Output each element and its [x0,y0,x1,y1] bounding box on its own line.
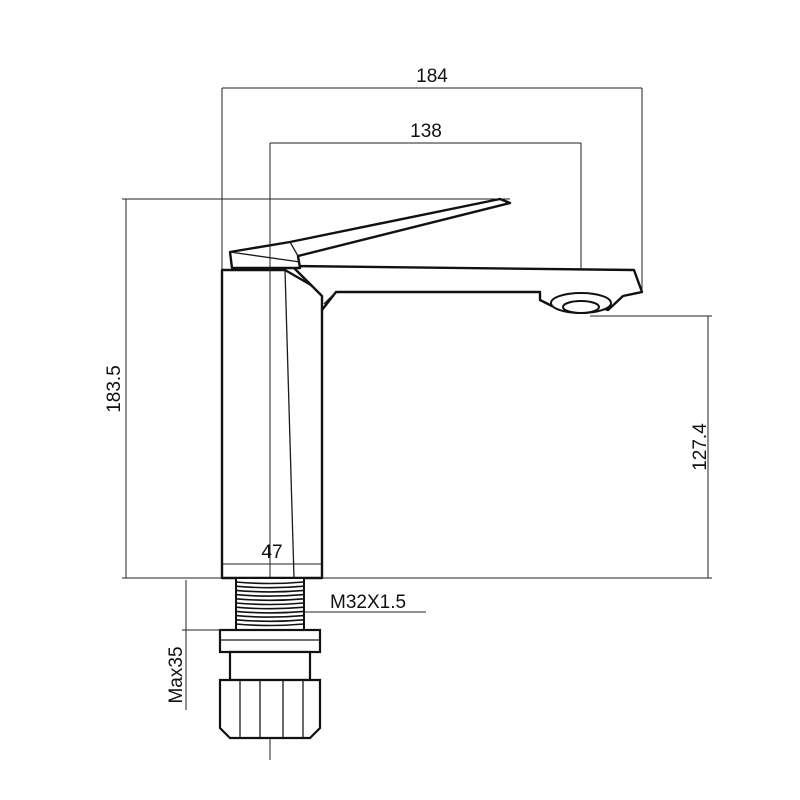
thread-line [235,619,305,623]
dimension-label-138: 138 [410,121,442,142]
max-thickness-label: Max35 [166,646,187,703]
dimension-label-184: 184 [416,66,448,87]
handle-lever [228,197,512,270]
thread-line [235,614,305,618]
thread-line [235,585,305,589]
thread-label: M32X1.5 [330,592,406,613]
dimension-thread: M32X1.5 [304,592,426,613]
thread-line [235,606,305,610]
dimension-label-183-5: 183.5 [104,365,125,413]
thread-line [235,581,305,585]
dimension-spout-height: 127.4 [322,315,712,579]
thread-line [235,589,305,593]
dimension-body-width: 47 [222,542,322,565]
thread-line [235,610,305,614]
faucet-body [220,264,644,580]
threaded-shank [235,577,305,631]
mounting-nut [218,628,322,740]
thread-line [235,602,305,606]
dimension-label-127-4: 127.4 [690,423,711,471]
thread-line [235,598,305,602]
thread-line [235,623,305,627]
aerator [550,292,612,314]
dimension-max-thickness: Max35 [166,580,222,710]
dimension-total-height: 183.5 [104,198,510,579]
dimension-label-47: 47 [261,542,282,563]
dimension-total-width: 184 [221,66,643,290]
thread-line [235,593,305,597]
